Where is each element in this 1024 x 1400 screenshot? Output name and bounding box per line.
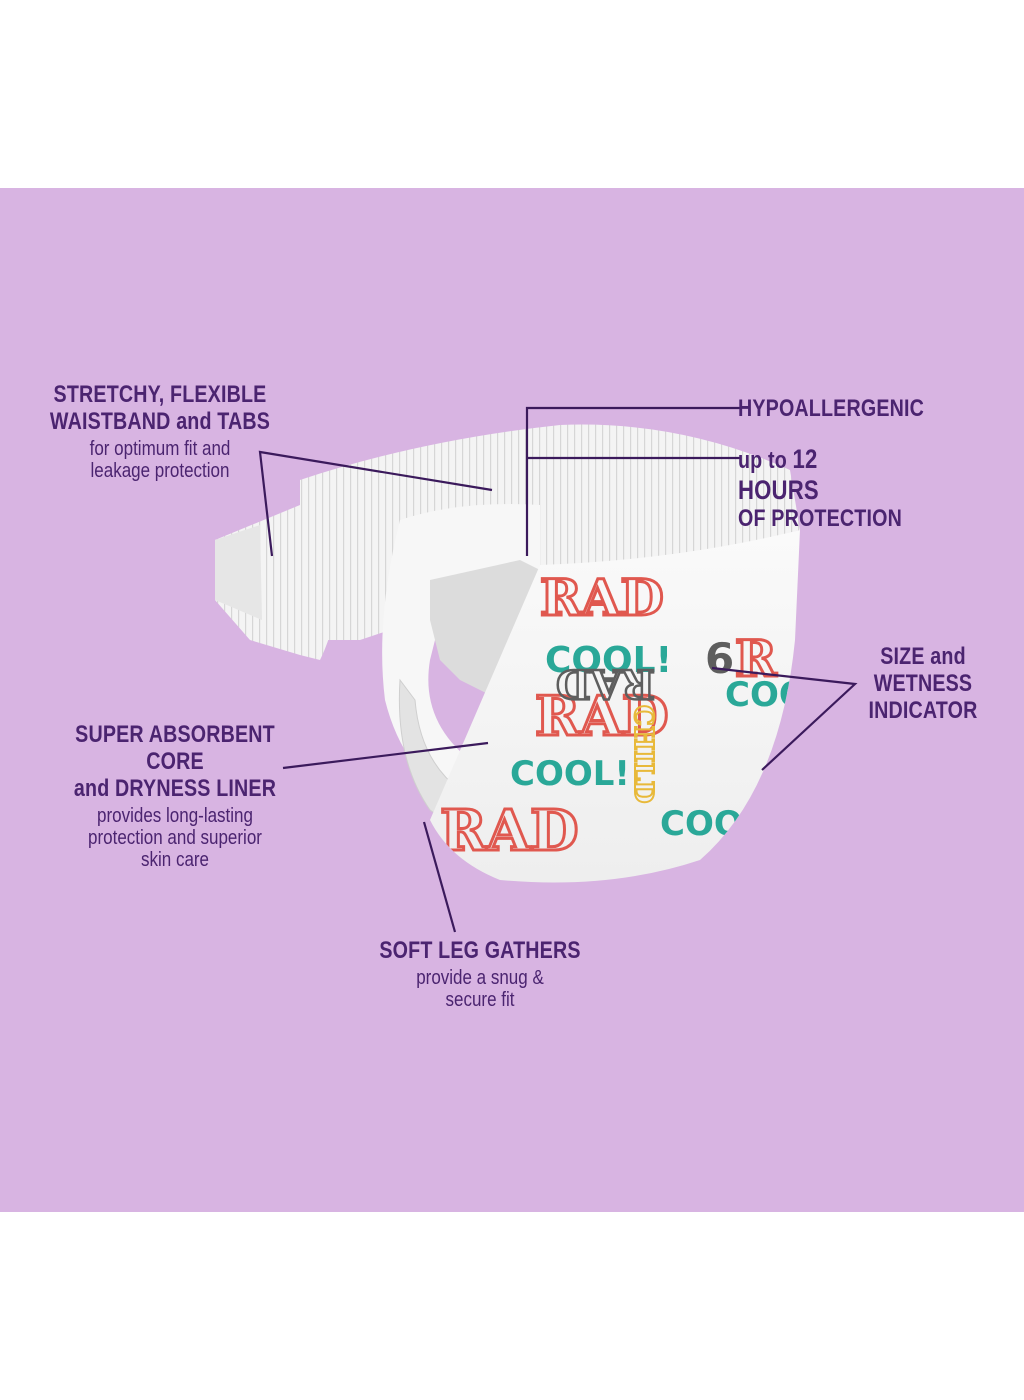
size-indicator-number: 6 xyxy=(705,634,734,683)
printed-front-panel xyxy=(430,530,800,883)
size-indicator-callout: SIZE and WETNESS INDICATOR xyxy=(868,643,978,724)
svg-text:RAD: RAD xyxy=(556,660,655,707)
core-leader xyxy=(282,741,489,770)
leg-gathers-leader xyxy=(422,821,457,933)
print-rad: RAD xyxy=(540,568,664,627)
svg-text:R: R xyxy=(735,629,777,688)
svg-text:COOL!: COOL! xyxy=(545,640,672,681)
svg-text:COOL!: COOL! xyxy=(510,754,630,794)
svg-text:RAD: RAD xyxy=(440,798,579,864)
core-callout: SUPER ABSORBENT CORE and DRYNESS LINER p… xyxy=(73,721,277,872)
leg-gathers-callout: SOFT LEG GATHERS provide a snug & secure… xyxy=(379,937,581,1012)
protection-callout: up to 12 HOURS OF PROTECTION xyxy=(738,444,902,532)
svg-text:CHILD: CHILD xyxy=(628,705,658,803)
hypoallergenic-leader xyxy=(525,406,740,556)
waistband-leader xyxy=(258,450,493,557)
hypoallergenic-callout: HYPOALLERGENIC xyxy=(738,395,924,422)
waistband-callout: STRETCHY, FLEXIBLE WAISTBAND and TABS fo… xyxy=(49,381,271,483)
size-indicator-leader xyxy=(711,666,858,771)
svg-text:RAD: RAD xyxy=(535,684,669,748)
